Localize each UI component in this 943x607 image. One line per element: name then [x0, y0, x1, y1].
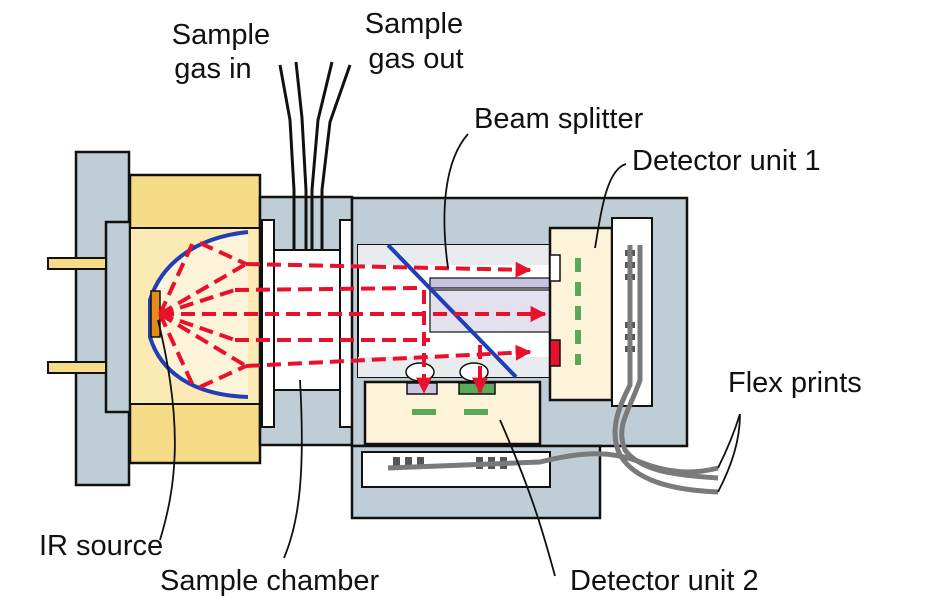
label-detector-unit-1: Detector unit 1 [632, 145, 821, 177]
leader-flex-prints-b [717, 413, 741, 493]
flex-prints [387, 245, 719, 495]
label-sample-gas-out: Sample gas out [365, 8, 471, 75]
beam-splitter [386, 243, 518, 379]
gas-inlet-tube [278, 64, 296, 250]
label-detector-unit-2: Detector unit 2 [570, 565, 759, 597]
leader-lines [157, 133, 741, 577]
detector-unit-2-board [363, 380, 542, 446]
source-housing [47, 150, 134, 487]
leader-detector-1 [594, 163, 627, 249]
ir-emitter [150, 290, 161, 338]
leader-beam-splitter [443, 133, 469, 269]
leader-flex-prints-a [717, 413, 741, 469]
ir-source-block [128, 173, 262, 465]
leader-sample-chamber [283, 379, 303, 559]
leader-detector-2 [499, 419, 556, 577]
sample-chamber-housing [258, 61, 354, 447]
label-beam-splitter: Beam splitter [474, 103, 644, 135]
label-flex-prints: Flex prints [728, 367, 862, 399]
leader-ir-source [157, 319, 176, 541]
label-sample-gas-in: Sample gas in [172, 19, 278, 85]
label-ir-source: IR source [39, 530, 163, 562]
detector-elements [412, 258, 581, 415]
gas-outlet-tube [310, 61, 334, 250]
label-sample-chamber: Sample chamber [160, 565, 380, 597]
ir-beams [158, 237, 547, 394]
